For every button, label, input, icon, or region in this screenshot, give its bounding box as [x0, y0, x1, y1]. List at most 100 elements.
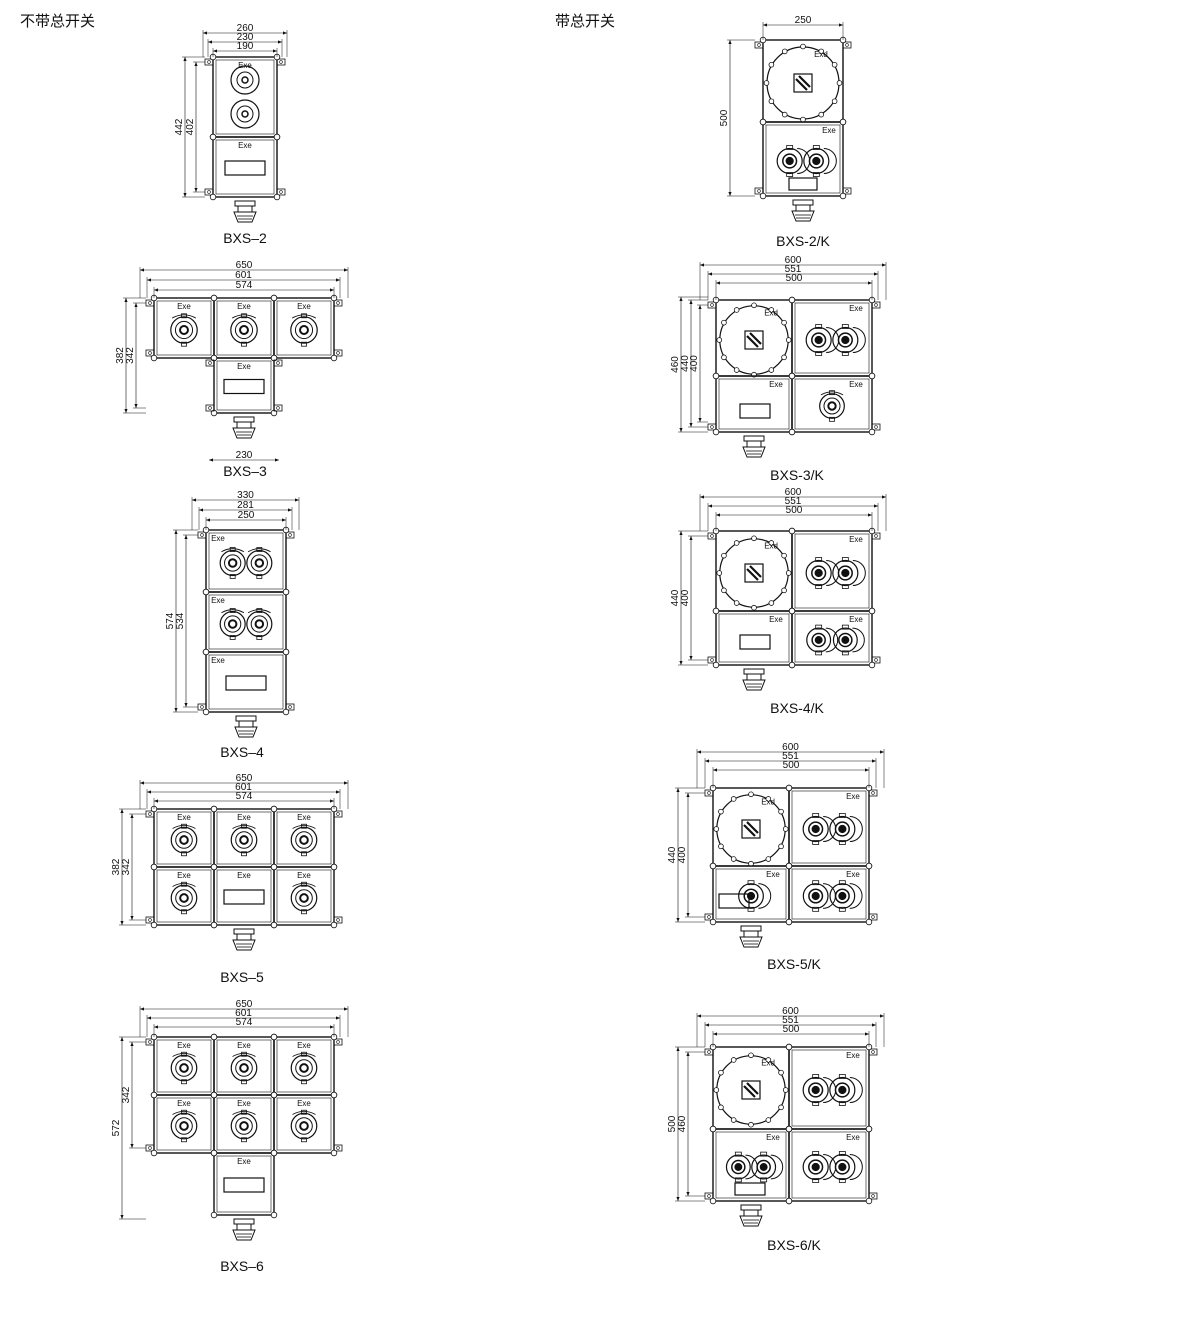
bolt-icon: [150, 1149, 158, 1157]
nameplate: [223, 378, 265, 395]
bolt-icon: [868, 428, 876, 436]
dimension-label: 574: [236, 1017, 253, 1028]
exd-label: Exd: [761, 797, 775, 806]
dimension-label: 342: [125, 347, 136, 364]
bolt-icon: [712, 428, 720, 436]
bolt-icon: [270, 1091, 278, 1099]
bolt-icon: [785, 862, 793, 870]
bolt-icon: [202, 588, 210, 596]
dimension-label: 500: [786, 505, 803, 516]
exe-label: Exe: [237, 362, 251, 371]
dimension-label: 500: [783, 760, 800, 771]
nameplate: [223, 1177, 265, 1193]
bolt-icon: [788, 296, 796, 304]
bolt-icon: [788, 527, 796, 535]
cable-gland: [740, 1204, 762, 1211]
dimension-label: 382: [115, 347, 126, 364]
dimension-label: 342: [121, 858, 132, 875]
bolt-icon: [273, 193, 281, 201]
bolt-icon: [868, 607, 876, 615]
cable-gland: [743, 435, 765, 442]
bolt-icon: [865, 1197, 873, 1205]
exe-label: Exe: [297, 813, 311, 822]
socket-icon: [829, 1153, 856, 1181]
bolt-icon: [785, 918, 793, 926]
socket-icon: [230, 99, 260, 129]
bolt-icon: [282, 648, 290, 656]
bolt-icon: [839, 192, 847, 200]
exe-label: Exe: [177, 1041, 191, 1050]
dimension-label: 330: [237, 490, 254, 501]
exe-label: Exe: [849, 615, 863, 624]
bolt-icon: [709, 918, 717, 926]
dimension-label: 402: [185, 118, 196, 135]
dimension-label: 250: [795, 15, 812, 26]
bolt-icon: [330, 354, 338, 362]
exe-label: Exe: [211, 596, 225, 605]
socket-icon: [829, 1076, 856, 1104]
dimension-label: 190: [237, 41, 254, 52]
bolt-icon: [210, 805, 218, 813]
exe-label: Exe: [766, 1133, 780, 1142]
enclosure-module: [213, 357, 275, 414]
bolt-icon: [759, 192, 767, 200]
socket-icon: [802, 815, 829, 843]
dimension-label: 601: [235, 270, 252, 281]
bolt-icon: [210, 921, 218, 929]
dimension-label: 440: [667, 846, 678, 863]
dimension-label: 600: [785, 487, 802, 498]
dimension-label: 250: [238, 510, 255, 521]
bolt-icon: [785, 1197, 793, 1205]
bolt-icon: [150, 863, 158, 871]
exe-label: Exe: [849, 304, 863, 313]
dimension-label: 230: [236, 450, 253, 461]
socket-icon: [170, 316, 198, 344]
exe-label: Exe: [846, 870, 860, 879]
bolt-icon: [270, 805, 278, 813]
dimension-label: 572: [111, 1119, 122, 1136]
enclosure-module: [791, 610, 873, 666]
dimension-label: 650: [236, 999, 253, 1010]
enclosure-module: [212, 136, 278, 198]
nameplate: [788, 177, 818, 191]
nameplate: [223, 889, 265, 905]
model-caption: BXS-5/K: [767, 956, 821, 972]
bolt-icon: [270, 921, 278, 929]
cable-gland: [233, 928, 255, 935]
exe-label: Exe: [846, 1133, 860, 1142]
bolt-icon: [330, 863, 338, 871]
mounting-lug: [205, 359, 215, 367]
socket-icon: [230, 826, 258, 854]
exe-label: Exe: [822, 126, 836, 135]
dimension-label: 281: [237, 500, 254, 511]
dimension-label: 600: [785, 255, 802, 266]
bolt-icon: [712, 607, 720, 615]
exe-label: Exe: [211, 656, 225, 665]
exe-label: Exe: [237, 302, 251, 311]
main-switch-handle: [793, 73, 813, 93]
socket-icon: [829, 883, 856, 909]
enclosure-module: [273, 1094, 335, 1154]
socket-icon: [170, 884, 198, 912]
nameplate: [225, 675, 267, 691]
exe-label: Exe: [237, 1157, 251, 1166]
bolt-icon: [330, 921, 338, 929]
cable-gland: [743, 668, 765, 675]
model-caption: BXS–4: [220, 744, 264, 760]
socket-icon: [751, 1154, 777, 1180]
bolt-icon: [788, 661, 796, 669]
bolt-icon: [785, 1125, 793, 1133]
socket-icon: [803, 147, 830, 175]
exd-label: Exd: [761, 1058, 775, 1067]
exe-label: Exe: [237, 871, 251, 880]
enclosure-module: [205, 651, 287, 713]
socket-icon: [776, 147, 803, 175]
dimension-label: 400: [680, 589, 691, 606]
dimension-label: 574: [236, 791, 253, 802]
dimension-label: 551: [782, 1015, 799, 1026]
dimension-label: 260: [237, 23, 254, 34]
